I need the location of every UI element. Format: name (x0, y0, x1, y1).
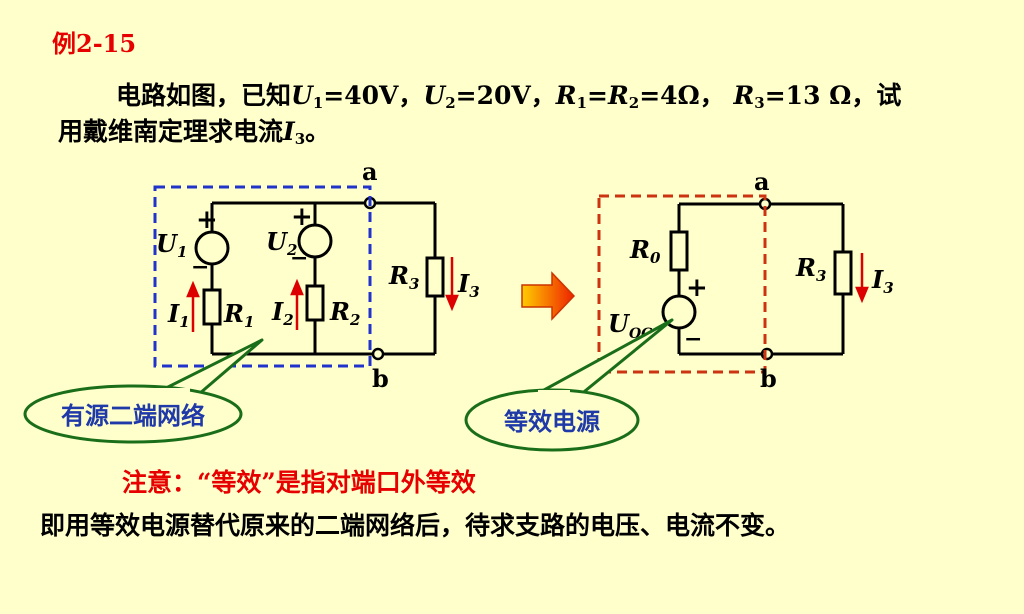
node-b-label-right: b (760, 364, 777, 393)
resistor-r3-right-icon (833, 250, 853, 296)
resistor-r3-icon (425, 256, 445, 298)
current-arrow-right (855, 253, 869, 304)
source-u2-icon (297, 223, 333, 259)
source-u1-icon (194, 230, 230, 266)
uoc-plus-sign: + (686, 273, 708, 303)
problem-statement: 电路如图，已知U1=40V，U2=20V，R1=R2=4Ω， R3=13 Ω，试… (58, 81, 902, 148)
node-a-label-left: a (362, 157, 378, 186)
equivalent-source-box (597, 194, 767, 374)
callout-active-network: 有源二端网络 (23, 338, 264, 444)
note-text: 注意：“等效”是指对端口外等效 (122, 468, 476, 497)
node-a-label-right: a (754, 167, 770, 196)
resistor-r0-icon (669, 230, 689, 272)
u1-minus-sign: − (191, 254, 209, 280)
resistor-r2-icon (305, 284, 325, 322)
resistor-r1-icon (202, 288, 222, 326)
label-i2: I2 (271, 297, 294, 329)
u2-plus-sign: + (291, 202, 313, 232)
left-circuit (210, 201, 437, 356)
label-i1: I1 (167, 299, 190, 331)
label-i3-left: I3 (457, 269, 480, 301)
label-uoc: UOC (608, 309, 652, 342)
conclusion-text: 即用等效电源替代原来的二端网络后，待求支路的电压、电流不变。 (40, 511, 791, 540)
callout-right-text: 等效电源 (504, 407, 600, 436)
label-r1: R1 (223, 299, 254, 331)
u1-plus-sign: + (196, 205, 218, 235)
u2-minus-sign: − (290, 245, 308, 271)
transform-arrow-icon (521, 271, 576, 321)
callout-left-text: 有源二端网络 (61, 401, 205, 430)
label-r3-left: R3 (388, 261, 419, 293)
node-b-label-left: b (372, 364, 389, 393)
label-r0: R0 (629, 235, 661, 267)
label-i3-right: I3 (871, 265, 894, 297)
label-u1: U1 (156, 229, 187, 261)
current-arrows-left (186, 257, 459, 332)
terminal-b-left (371, 347, 385, 361)
example-title: 例2-15 (52, 29, 137, 58)
uoc-minus-sign: − (684, 326, 702, 352)
label-u2: U2 (266, 227, 297, 259)
callout-equivalent-source: 等效电源 (464, 318, 674, 452)
active-network-box (153, 185, 372, 368)
label-r3-right: R3 (795, 253, 826, 285)
label-r2: R2 (329, 297, 360, 329)
